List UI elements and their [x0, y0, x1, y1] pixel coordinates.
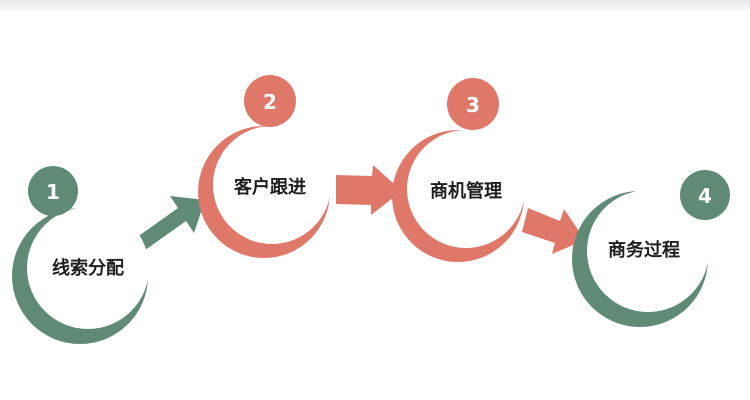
step-1-number: 1: [46, 180, 60, 204]
top-bar: [0, 0, 750, 10]
flow-arrow-1-2: [133, 196, 205, 253]
step-4: 商务过程 4: [572, 170, 730, 327]
flow-arrow-3-4: [522, 208, 585, 254]
flow-arrow-2-3: [336, 165, 402, 215]
step-2-label: 客户跟进: [234, 176, 306, 198]
step-4-badge: [680, 170, 730, 220]
step-3-badge: [447, 78, 499, 130]
step-3-number: 3: [466, 93, 480, 117]
step-3: 商机管理 3: [392, 78, 525, 262]
step-1-badge: [28, 166, 78, 216]
step-4-face: [587, 190, 709, 312]
step-1-label: 线索分配: [52, 257, 124, 279]
step-4-number: 4: [698, 184, 712, 208]
step-1: 线索分配 1: [12, 166, 149, 344]
step-1-face: [27, 207, 149, 329]
step-4-label: 商务过程: [608, 239, 680, 261]
step-2-face: [213, 126, 331, 244]
step-2-number: 2: [263, 90, 277, 114]
step-3-label: 商机管理: [430, 180, 502, 202]
step-2-badge: [244, 75, 296, 127]
step-2: 客户跟进 2: [198, 75, 331, 258]
step-3-face: [407, 130, 525, 248]
